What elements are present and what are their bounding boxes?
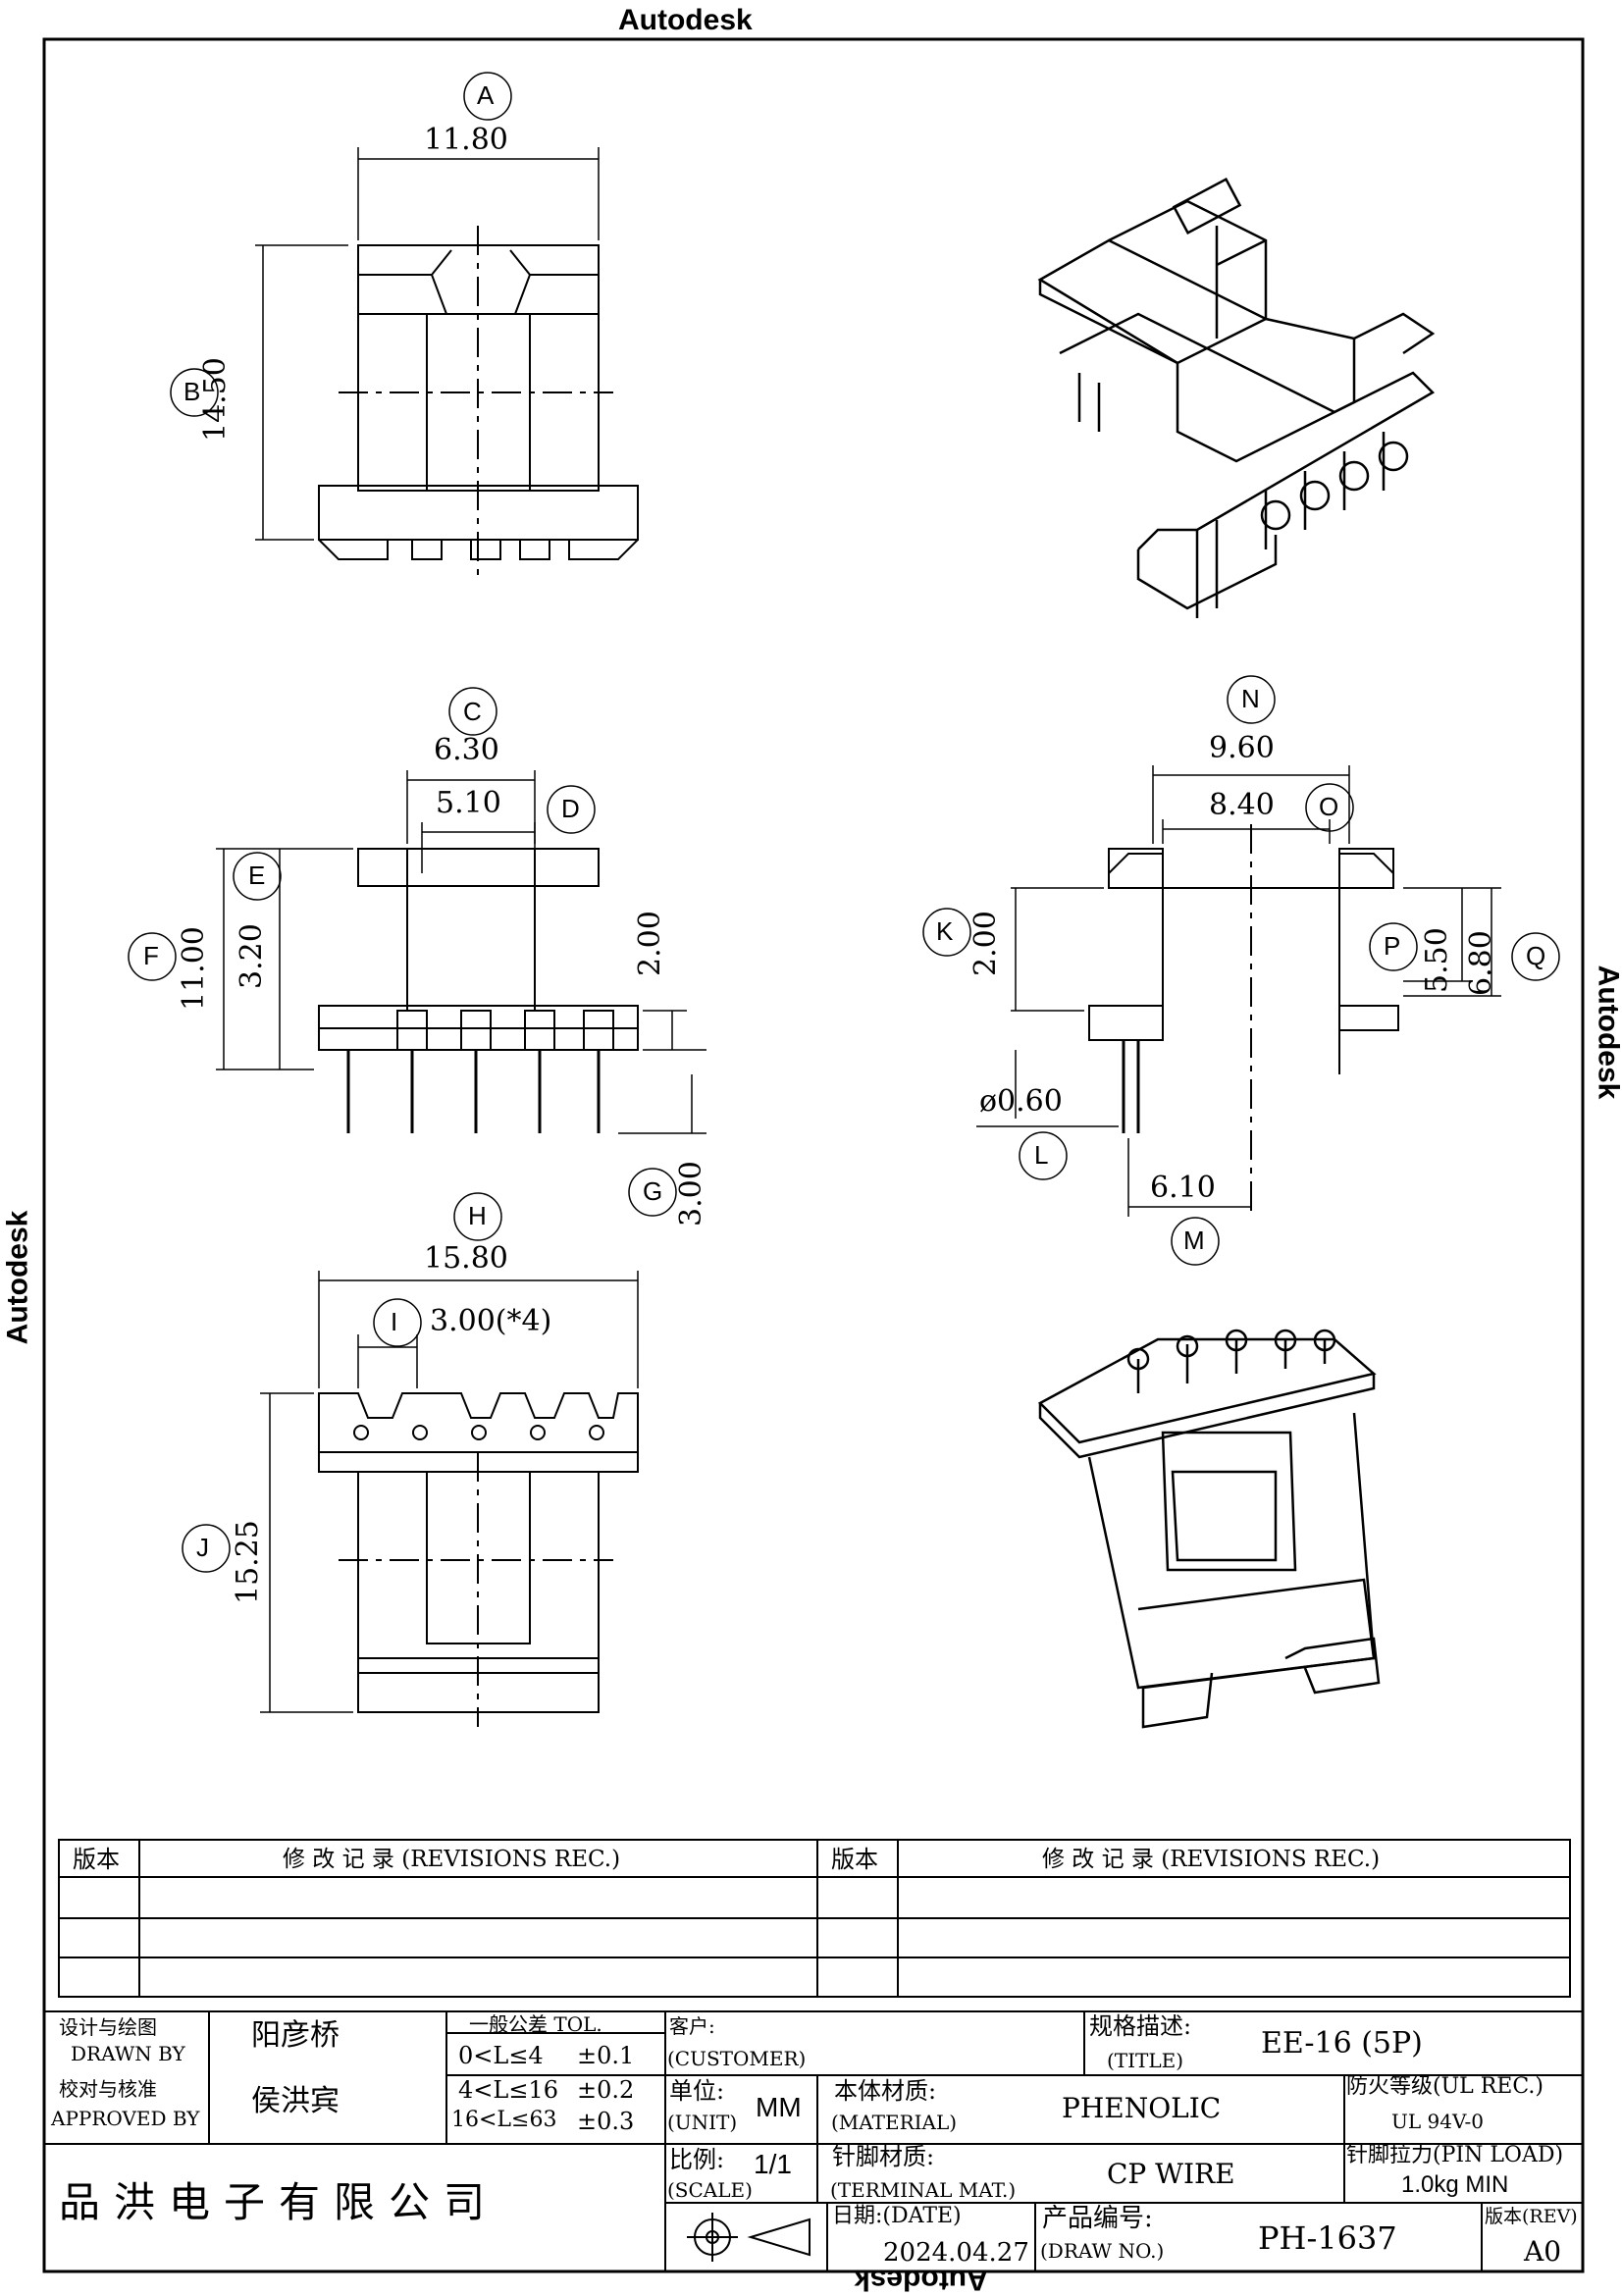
title-value: EE-16 (5P) bbox=[1261, 2026, 1423, 2061]
tol-value-2: ±0.2 bbox=[577, 2076, 635, 2104]
dim-value-o: 8.40 bbox=[1209, 788, 1275, 822]
date-value: 2024.04.27 bbox=[883, 2238, 1029, 2268]
watermark-top: Autodesk bbox=[618, 4, 753, 36]
rev-label: 版本(REV) bbox=[1485, 2206, 1578, 2227]
dim-value-k: 2.00 bbox=[968, 911, 1003, 976]
terminal-label-en: (TERMINAL MAT.) bbox=[830, 2178, 1017, 2202]
isometric-view-top bbox=[1037, 177, 1436, 618]
tol-range-3: 16<L≤63 bbox=[451, 2108, 557, 2132]
dim-tag-f: F bbox=[143, 941, 159, 970]
scale-label: 比例: bbox=[669, 2146, 725, 2173]
dim-tag-e: E bbox=[248, 861, 266, 890]
terminal-value: CP WIRE bbox=[1107, 2158, 1235, 2190]
isometric-view-bottom bbox=[1037, 1329, 1381, 1729]
dim-tag-n: N bbox=[1241, 684, 1260, 713]
tol-value-1: ±0.1 bbox=[577, 2042, 635, 2069]
dim-tag-c: C bbox=[463, 697, 482, 726]
title-label-en: (TITLE) bbox=[1107, 2049, 1184, 2072]
drawing-frame bbox=[42, 37, 1585, 2273]
draw-no-value: PH-1637 bbox=[1258, 2219, 1397, 2257]
rev-col-version-right: 版本 bbox=[831, 1846, 878, 1873]
fire-rating-value: UL 94V-0 bbox=[1391, 2110, 1485, 2133]
fire-rating-label: 防火等级(UL REC.) bbox=[1346, 2074, 1544, 2099]
rev-col-version-left: 版本 bbox=[73, 1846, 120, 1873]
dim-value-g: 3.00 bbox=[674, 1161, 708, 1226]
revisions-table bbox=[58, 1839, 1571, 1998]
dim-value-f: 11.00 bbox=[177, 926, 211, 1011]
dim-tag-l: L bbox=[1034, 1140, 1049, 1170]
tol-range-2: 4<L≤16 bbox=[458, 2076, 558, 2104]
dim-value-e: 3.20 bbox=[235, 923, 269, 989]
scale-label-en: (SCALE) bbox=[667, 2178, 753, 2202]
pin-load-value: 1.0kg MIN bbox=[1401, 2171, 1509, 2198]
material-label-en: (MATERIAL) bbox=[831, 2111, 958, 2134]
dim-value-q: 6.80 bbox=[1464, 930, 1498, 996]
dim-tag-a: A bbox=[477, 80, 495, 110]
drawn-by-value: 阳彦桥 bbox=[251, 2018, 340, 2053]
dim-tag-o: O bbox=[1319, 792, 1339, 821]
dim-value-h: 15.80 bbox=[424, 1241, 508, 1276]
designed-label: 设计与绘图 bbox=[59, 2015, 157, 2039]
front-view bbox=[128, 687, 706, 1217]
draw-no-label: 产品编号: bbox=[1042, 2204, 1153, 2233]
dim-tag-g: G bbox=[643, 1176, 663, 1206]
dim-value-a: 11.80 bbox=[424, 123, 508, 157]
unit-value: MM bbox=[756, 2092, 802, 2122]
drawn-by-label: DRAWN BY bbox=[71, 2042, 185, 2065]
date-label: 日期:(DATE) bbox=[832, 2204, 962, 2228]
dim-value-2-00-front: 2.00 bbox=[633, 911, 667, 976]
approved-by-value: 侯洪宾 bbox=[251, 2084, 340, 2118]
dim-tag-p: P bbox=[1384, 931, 1401, 961]
bottom-view bbox=[182, 1192, 639, 1727]
customer-label-en: (CUSTOMER) bbox=[667, 2047, 807, 2070]
dim-value-l: ø0.60 bbox=[979, 1084, 1063, 1119]
rev-col-record-left: 修 改 记 录 (REVISIONS REC.) bbox=[283, 1847, 621, 1872]
dim-tag-h: H bbox=[468, 1201, 487, 1230]
customer-label: 客户: bbox=[669, 2014, 715, 2038]
title-block bbox=[44, 2010, 1583, 2271]
dim-tag-j: J bbox=[196, 1533, 209, 1562]
unit-label: 单位: bbox=[669, 2077, 725, 2105]
unit-label-en: (UNIT) bbox=[667, 2111, 738, 2134]
dim-value-j: 15.25 bbox=[231, 1520, 265, 1604]
dim-tag-k: K bbox=[936, 916, 954, 946]
rev-value: A0 bbox=[1524, 2235, 1562, 2268]
dim-tag-m: M bbox=[1183, 1226, 1205, 1255]
company-name: 品洪电子有限公司 bbox=[59, 2178, 499, 2226]
draw-no-label-en: (DRAW NO.) bbox=[1040, 2239, 1165, 2263]
dim-value-m: 6.10 bbox=[1150, 1171, 1216, 1205]
terminal-label: 针脚材质: bbox=[832, 2143, 935, 2170]
dim-value-c: 6.30 bbox=[434, 733, 499, 767]
dim-tag-q: Q bbox=[1526, 941, 1546, 970]
approved-label: 校对与核准 bbox=[59, 2077, 157, 2101]
dim-value-p: 5.50 bbox=[1420, 927, 1454, 993]
dim-tag-b: B bbox=[183, 377, 201, 406]
material-value: PHENOLIC bbox=[1062, 2092, 1222, 2124]
pin-load-label: 针脚拉力(PIN LOAD) bbox=[1346, 2143, 1564, 2167]
dim-tag-i: I bbox=[391, 1307, 398, 1336]
approved-by-label: APPROVED BY bbox=[51, 2107, 200, 2130]
dim-value-b: 14.50 bbox=[198, 357, 233, 442]
dim-value-i: 3.00(*4) bbox=[430, 1304, 552, 1338]
dim-value-d: 5.10 bbox=[436, 786, 501, 820]
dim-value-n: 9.60 bbox=[1209, 731, 1275, 765]
top-view bbox=[170, 72, 639, 579]
scale-value: 1/1 bbox=[754, 2149, 792, 2179]
dim-tag-d: D bbox=[561, 794, 580, 823]
side-view bbox=[922, 675, 1560, 1266]
rev-col-record-right: 修 改 记 录 (REVISIONS REC.) bbox=[1042, 1847, 1381, 1872]
tolerance-label: 一般公差 TOL. bbox=[469, 2012, 602, 2036]
tol-range-1: 0<L≤4 bbox=[458, 2042, 544, 2069]
tol-value-3: ±0.3 bbox=[577, 2108, 635, 2135]
title-label: 规格描述: bbox=[1089, 2012, 1192, 2040]
material-label: 本体材质: bbox=[834, 2077, 937, 2105]
